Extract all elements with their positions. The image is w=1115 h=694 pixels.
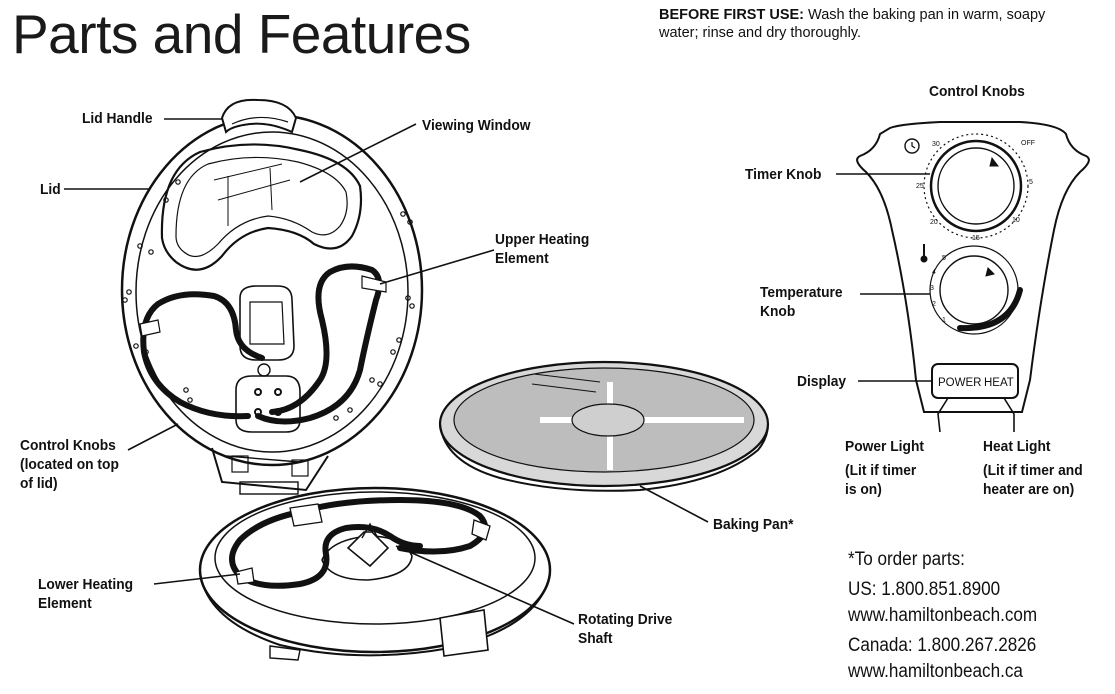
timer-mark-20: 20: [930, 219, 938, 226]
temp-mark-3: 3: [930, 285, 934, 292]
page-title: Parts and Features: [12, 3, 471, 65]
label-upper-heating-element-line1: Upper Heating: [495, 231, 590, 248]
note-text: Wash the baking pan in warm, soapy water…: [659, 7, 1046, 41]
label-heat-light-title: Heat Light: [983, 438, 1051, 455]
label-temperature-knob-line2: Knob: [760, 303, 796, 320]
label-lid: Lid: [40, 181, 61, 198]
order-canada-phone: Canada: 1.800.267.2826: [848, 635, 1037, 656]
label-lid-handle: Lid Handle: [82, 110, 153, 127]
label-control-knobs: Control Knobs (located on top of lid): [20, 436, 119, 493]
control-knobs-heading: Control Knobs: [929, 83, 1025, 100]
label-control-knobs-line2: (located on top: [20, 456, 119, 473]
leader-lines: [64, 118, 1015, 625]
label-rotating-drive-shaft-line1: Rotating Drive: [578, 611, 673, 628]
label-control-knobs-line3: of lid): [20, 475, 58, 492]
before-first-use-note: BEFORE FIRST USE: Wash the baking pan in…: [659, 6, 1079, 42]
label-temperature-knob: Temperature Knob: [760, 283, 843, 321]
label-viewing-window: Viewing Window: [422, 117, 531, 134]
label-power-light: Power Light (Lit if timer is on): [845, 437, 924, 499]
timer-mark-off: OFF: [1021, 140, 1035, 147]
lid-drawing: [120, 98, 424, 467]
baking-pan-drawing: [438, 360, 770, 492]
temp-mark-1: 1: [942, 317, 946, 324]
label-lower-heating-element-line2: Element: [38, 595, 92, 612]
label-lower-heating-element-line1: Lower Heating: [38, 576, 134, 593]
display-power-text: POWER: [938, 377, 981, 389]
timer-mark-30: 30: [932, 141, 940, 148]
display-heat-text: HEAT: [984, 377, 1014, 389]
order-canada-website: www.hamiltonbeach.ca: [848, 661, 1023, 682]
label-rotating-drive-shaft: Rotating Drive Shaft: [578, 610, 672, 648]
temp-mark-5: 5: [942, 255, 946, 262]
label-lower-heating-element: Lower Heating Element: [38, 575, 133, 613]
label-temperature-knob-line1: Temperature: [760, 284, 843, 301]
label-heat-light-note2: heater are on): [983, 481, 1075, 498]
temp-mark-4: 4: [932, 269, 936, 276]
hinge-drawing: [211, 447, 329, 495]
timer-mark-10: 10: [1012, 217, 1020, 224]
label-heat-light-note1: (Lit if timer and: [983, 462, 1083, 479]
label-timer-knob: Timer Knob: [745, 166, 822, 183]
label-power-light-note2: is on): [845, 481, 882, 498]
base-drawing: [198, 486, 552, 661]
label-rotating-drive-shaft-line2: Shaft: [578, 630, 613, 647]
control-panel-drawing: [856, 121, 1090, 413]
label-display: Display: [797, 373, 847, 390]
timer-mark-15: 15: [972, 235, 980, 242]
order-us-phone: US: 1.800.851.8900: [848, 579, 1001, 600]
timer-mark-5: 5: [1029, 179, 1033, 186]
label-power-light-title: Power Light: [845, 438, 924, 455]
label-baking-pan: Baking Pan*: [713, 516, 794, 533]
note-label: BEFORE FIRST USE:: [659, 7, 805, 23]
order-heading: *To order parts:: [848, 549, 965, 570]
timer-mark-25: 25: [916, 183, 924, 190]
label-heat-light: Heat Light (Lit if timer and heater are …: [983, 437, 1083, 499]
label-upper-heating-element-line2: Element: [495, 250, 549, 267]
label-power-light-note1: (Lit if timer: [845, 462, 917, 479]
order-info: *To order parts: US: 1.800.851.8900 www.…: [848, 547, 1037, 685]
temp-mark-2: 2: [932, 301, 936, 308]
order-us-website: www.hamiltonbeach.com: [848, 605, 1038, 626]
label-control-knobs-line1: Control Knobs: [20, 437, 116, 454]
label-upper-heating-element: Upper Heating Element: [495, 230, 589, 268]
